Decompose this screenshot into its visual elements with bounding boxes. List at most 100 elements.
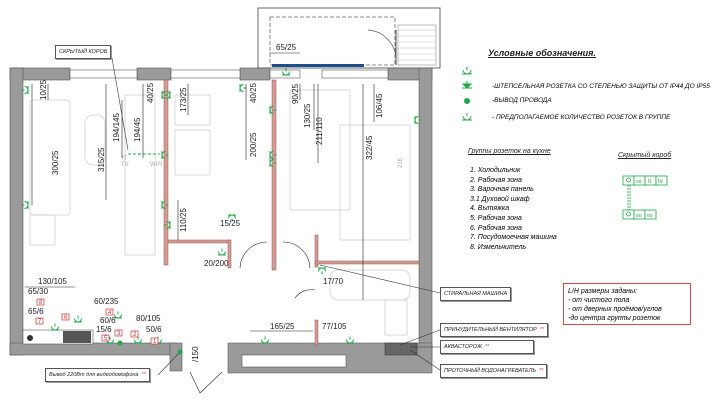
note-line: -до центра группы розеток bbox=[568, 315, 661, 322]
required-mark: ** bbox=[539, 368, 544, 374]
dimensions-note: L/H размеры заданы: - от чистого пола - … bbox=[563, 283, 691, 325]
windows bbox=[69, 69, 389, 79]
socket-icon bbox=[414, 116, 422, 124]
socket-icon bbox=[269, 106, 277, 114]
wall-entrance-left bbox=[169, 342, 183, 372]
hidden-box-cell: oo bbox=[636, 179, 642, 185]
dim-label: /150 bbox=[191, 346, 200, 362]
dim-label: 106/45 bbox=[375, 93, 384, 118]
wire-outlet-dot-icon bbox=[177, 349, 183, 355]
group-number-boxes: 8 7 6 4 3 5 2 1 bbox=[35, 298, 159, 345]
dim-label: 194/45 bbox=[133, 117, 142, 142]
balcony-outline bbox=[257, 7, 441, 69]
wall-top-mid bbox=[136, 67, 172, 81]
kitchen-group-item: 6. Рабочая зона bbox=[470, 224, 522, 232]
dim-label: 173/25 bbox=[179, 87, 188, 112]
callout-text: Проточный водонагреватель bbox=[444, 368, 537, 374]
dim-label: 50/6 bbox=[146, 325, 162, 334]
legend-item-socket-group: - предполагаемое количество розеток в гр… bbox=[492, 114, 671, 121]
ventilation-shaft bbox=[241, 354, 347, 368]
dim-label: 211/110 bbox=[315, 117, 324, 145]
callout-aquastop: Аквасторож** bbox=[440, 340, 534, 354]
balcony-heated-floor bbox=[272, 64, 364, 67]
callout-text: Принудительный вентилятор bbox=[444, 327, 537, 333]
legend-icons bbox=[461, 67, 473, 121]
socket-icon bbox=[114, 311, 122, 319]
kitchen-group-item: 5. Рабочая зона bbox=[470, 214, 522, 222]
wall-bottom-left bbox=[9, 342, 178, 356]
dim-label: 20/200 bbox=[204, 259, 229, 268]
callout-leaders bbox=[111, 57, 441, 376]
sink bbox=[63, 331, 91, 343]
socket-icon bbox=[161, 151, 169, 159]
wall-top-mid2 bbox=[239, 67, 271, 81]
balcony-stairs bbox=[397, 24, 437, 66]
hidden-box-schematic bbox=[622, 175, 668, 220]
kitchen-group-item: 3.1 Духовой шкаф bbox=[470, 195, 530, 203]
socket-icon bbox=[163, 221, 171, 229]
dim-label: 130/25 bbox=[303, 103, 312, 128]
dim-label: 40/25 bbox=[146, 82, 155, 103]
dim-label: 15/6 bbox=[96, 325, 112, 334]
dim-label: 77/105 bbox=[322, 322, 347, 331]
legend-item-socket-ip44: -штепсельная розетка со степенью защиты … bbox=[492, 83, 710, 90]
group-number: 2 bbox=[133, 332, 137, 338]
kitchen-group-item: 4. Вытяжка bbox=[470, 205, 510, 213]
wall-left bbox=[9, 67, 24, 356]
dim-label: 300/25 bbox=[51, 150, 60, 175]
kitchen-group-item: 2. Рабочая зона bbox=[470, 176, 522, 184]
door-swings bbox=[189, 241, 316, 394]
water-heater bbox=[384, 342, 418, 356]
balcony-steps bbox=[398, 29, 436, 61]
dim-label: 10/25 bbox=[39, 79, 48, 100]
wall-right bbox=[418, 67, 433, 361]
socket-icon bbox=[74, 315, 82, 323]
callout-fan: Принудительный вентилятор** bbox=[440, 323, 548, 337]
group-number: 7 bbox=[38, 319, 42, 325]
callout-washing-machine: Стиральная машина bbox=[440, 287, 512, 301]
sockets bbox=[21, 68, 422, 344]
socket-icon bbox=[261, 336, 269, 344]
socket-icon bbox=[161, 91, 169, 99]
hidden-box-cell: it bbox=[648, 179, 651, 185]
group-number: 5 bbox=[104, 336, 108, 342]
partitions bbox=[163, 79, 420, 346]
socket-icon bbox=[163, 91, 171, 99]
hidden-box-title: Скрытый короб bbox=[618, 152, 672, 159]
legend-item-wire-outlet: -вывод провода bbox=[492, 97, 552, 104]
dim-label: 90/25 bbox=[291, 83, 300, 104]
dim-label: 130/105 bbox=[38, 277, 67, 286]
socket-icon bbox=[318, 267, 326, 275]
wire-outlet-dot-icon bbox=[117, 340, 123, 346]
legend-title: Условные обозначения. bbox=[488, 48, 596, 58]
washer-icon bbox=[27, 335, 33, 341]
dim-label: 165/25 bbox=[270, 322, 295, 331]
balcony-glazing bbox=[269, 16, 396, 66]
dim-label: 17/70 bbox=[323, 277, 344, 286]
socket-icon bbox=[21, 86, 29, 94]
kitchen-group-item: 1. Холодильник bbox=[470, 167, 521, 174]
dimension-lines bbox=[25, 52, 375, 332]
socket-icon bbox=[228, 214, 236, 222]
required-mark: ** bbox=[539, 327, 544, 333]
it-label: IT bbox=[122, 156, 128, 162]
furniture bbox=[29, 89, 411, 336]
kitchen-group-item: 8. Измельчитель bbox=[470, 243, 527, 251]
socket-icon bbox=[269, 151, 277, 159]
group-number: 1 bbox=[153, 339, 157, 345]
socket-icon bbox=[51, 323, 59, 331]
dim-label: 322/45 bbox=[365, 135, 374, 160]
socket-icon bbox=[21, 201, 29, 209]
wire-outlet-dot-icon bbox=[464, 98, 470, 104]
required-mark: ** bbox=[141, 372, 146, 378]
note-line: L/H размеры заданы: bbox=[568, 288, 638, 295]
callout-water-heater: Проточный водонагреватель** bbox=[440, 364, 548, 378]
socket-icon bbox=[218, 248, 226, 256]
socket-icon bbox=[346, 336, 354, 344]
group-number: 8 bbox=[39, 300, 43, 306]
dim-label: 315/25 bbox=[97, 147, 106, 172]
dim-label: 60/235 bbox=[94, 297, 119, 306]
tv-label: TV bbox=[121, 162, 129, 168]
kitchen-groups-list: 1. Холодильник 2. Рабочая зона 3. Варочн… bbox=[470, 166, 557, 252]
balcony-door-swing bbox=[367, 29, 397, 61]
